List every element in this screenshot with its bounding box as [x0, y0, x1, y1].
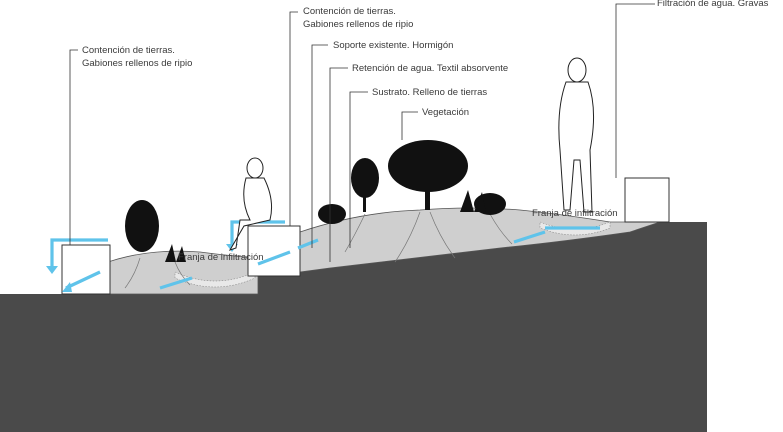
shrub-icon [125, 193, 506, 252]
label-gabion-left-1: Contención de tierras. [82, 45, 175, 56]
seated-person-icon [228, 157, 272, 251]
standing-person-icon [558, 57, 595, 213]
label-infiltration-left: Franja de infiltración [178, 252, 264, 263]
label-infiltration-right: Franja de infiltración [532, 208, 618, 219]
gabion-wall-middle [247, 225, 301, 277]
label-substrate: Sustrato. Relleno de tierras [372, 87, 487, 98]
grass-tuft-icon [165, 190, 486, 262]
palm-icon [351, 158, 379, 212]
label-gabion-left-2: Gabiones rellenos de ripio [82, 58, 192, 69]
label-support: Soporte existente. Hormigón [333, 40, 453, 51]
label-filtration: Filtración de agua. Gravas [657, 0, 769, 9]
substrate-mound-upper [299, 207, 661, 273]
label-vegetation: Vegetación [422, 107, 469, 118]
gabion-wall-right [624, 177, 670, 223]
label-gabion-mid-2: Gabiones rellenos de ripio [303, 19, 413, 30]
tree-icon [388, 140, 468, 210]
leader-lines [69, 3, 655, 262]
label-gabion-mid-1: Contención de tierras. [303, 6, 396, 17]
label-retention: Retención de agua. Textil absorvente [352, 63, 508, 74]
root-system [124, 211, 513, 289]
infiltration-strip-left [174, 271, 256, 288]
ground-mass [0, 222, 707, 432]
